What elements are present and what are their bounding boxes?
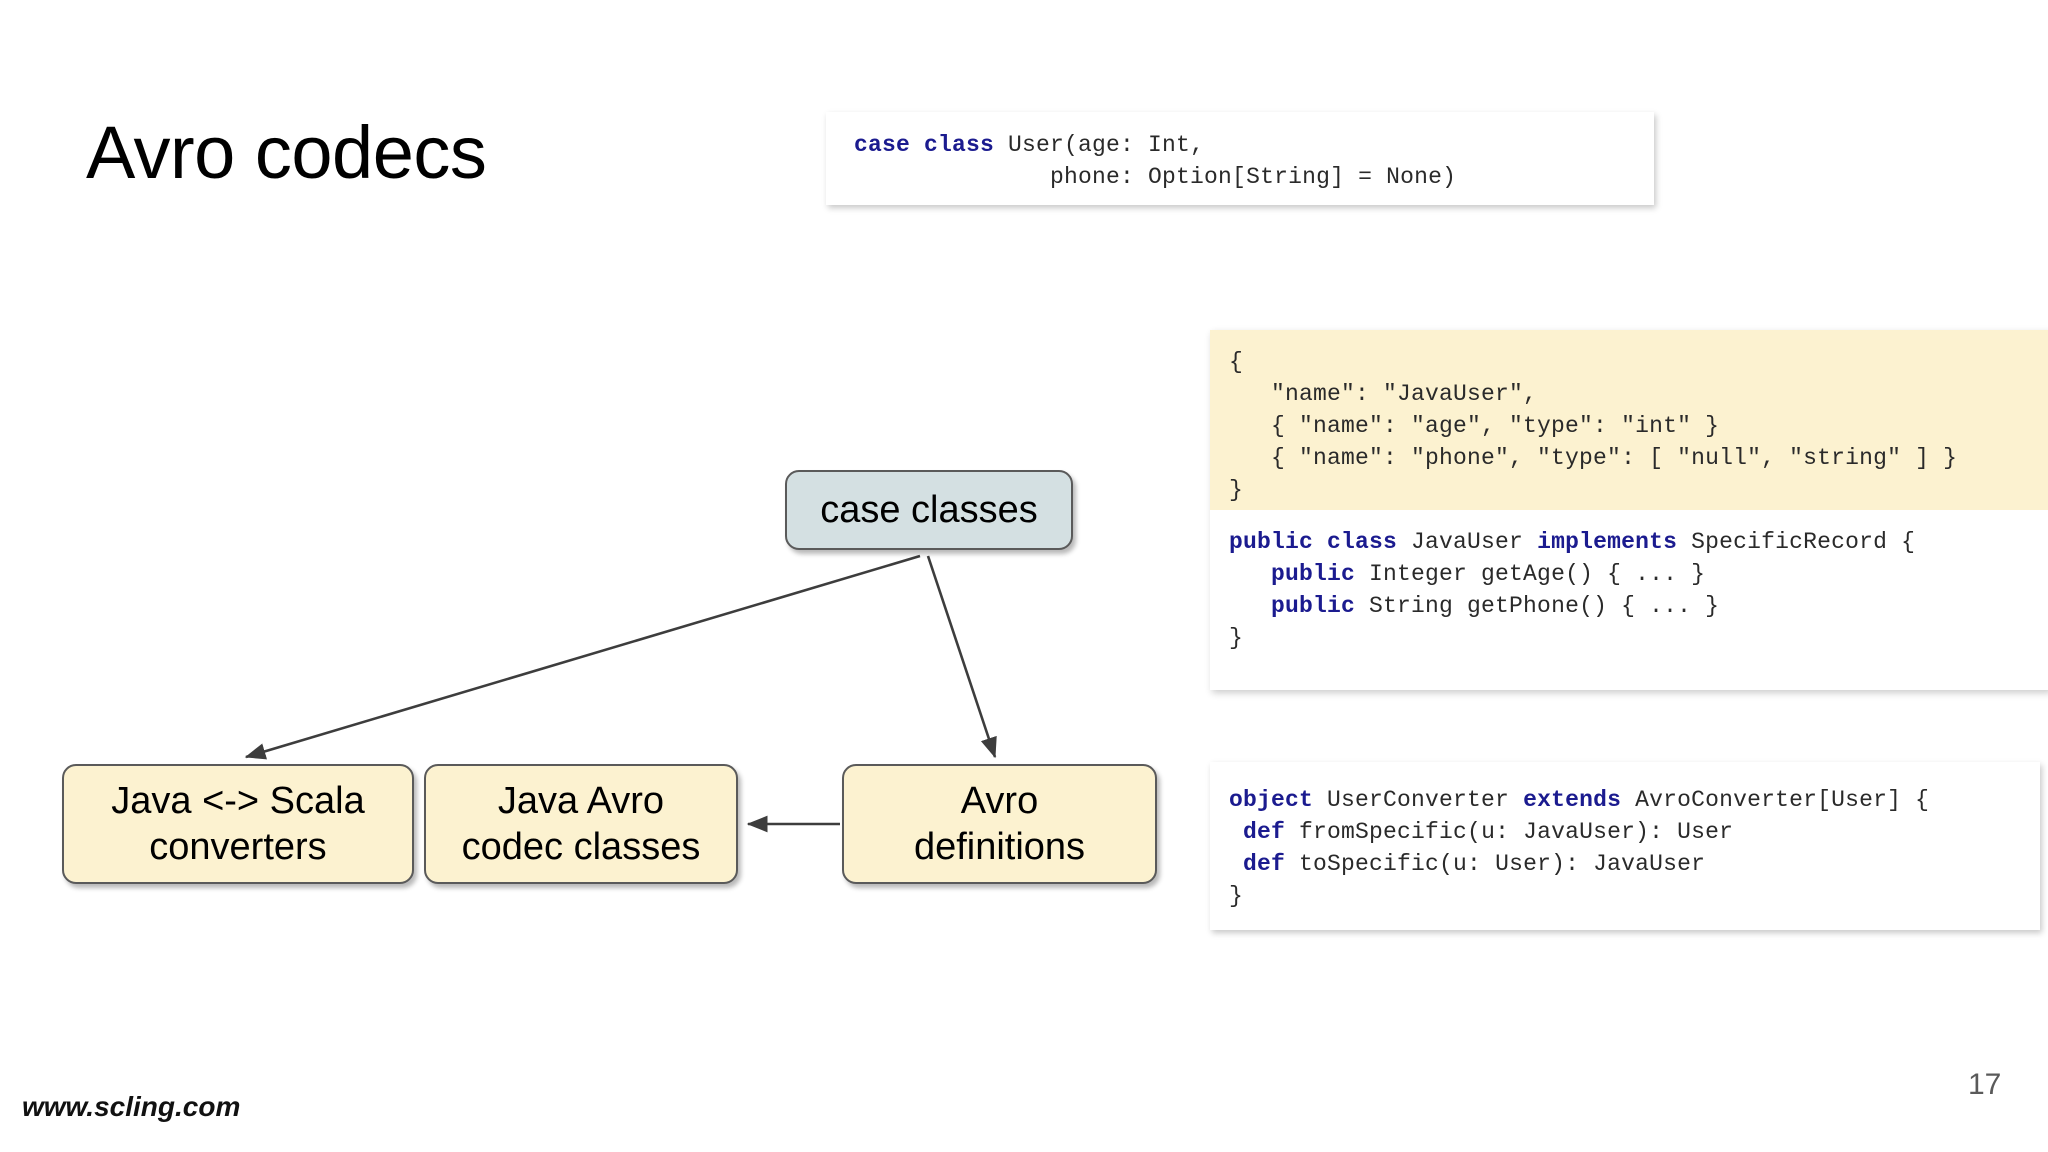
code-line: } — [1229, 477, 1244, 503]
code-lines-case-class: case class User(age: Int, phone: Option[… — [854, 129, 1654, 193]
code-line: { — [1229, 349, 1244, 375]
diagram-node-case-classes-label: case classes — [820, 489, 1038, 531]
code-line: "name": "JavaUser", — [1229, 381, 1538, 407]
code-line: def toSpecific(u: User): JavaUser — [1243, 851, 1706, 877]
code-line: case class User(age: Int, — [854, 132, 1205, 158]
code-line: phone: Option[String] = None) — [854, 164, 1457, 190]
code-line: } — [1229, 883, 1244, 909]
code-panel-case-class: case class User(age: Int, phone: Option[… — [826, 112, 1654, 205]
code-line: { "name": "age", "type": "int" } — [1229, 413, 1720, 439]
page-number: 17 — [1968, 1068, 2002, 1101]
footer-url: www.scling.com — [22, 1091, 241, 1122]
page-title: Avro codecs — [86, 111, 487, 194]
code-panel-java-class: public class JavaUser implements Specifi… — [1210, 510, 2040, 690]
code-line: } — [1229, 625, 1244, 651]
code-panel-converter: object UserConverter extends AvroConvert… — [1210, 762, 2040, 930]
edge-case-classes-to-avro-definitions — [926, 555, 997, 759]
code-line: object UserConverter extends AvroConvert… — [1229, 787, 1930, 813]
code-panel-avro-schema-card: { "name": "JavaUser", { "name": "age", "… — [1210, 330, 2048, 690]
code-lines-converter: object UserConverter extends AvroConvert… — [1229, 784, 2040, 912]
code-panel-avro-schema: { "name": "JavaUser", { "name": "age", "… — [1210, 330, 2048, 510]
code-line: public Integer getAge() { ... } — [1271, 561, 1706, 587]
code-line: { "name": "phone", "type": [ "null", "st… — [1229, 445, 1958, 471]
diagram-node-case-classes[interactable]: case classes — [785, 470, 1073, 550]
code-lines-avro-schema: { "name": "JavaUser", { "name": "age", "… — [1229, 346, 2048, 506]
edge-case-classes-to-java-scala — [244, 554, 921, 760]
code-line: public class JavaUser implements Specifi… — [1229, 529, 1916, 555]
code-lines-java-class: public class JavaUser implements Specifi… — [1229, 526, 2040, 654]
code-line: public String getPhone() { ... } — [1271, 593, 1720, 619]
code-line: def fromSpecific(u: JavaUser): User — [1243, 819, 1734, 845]
